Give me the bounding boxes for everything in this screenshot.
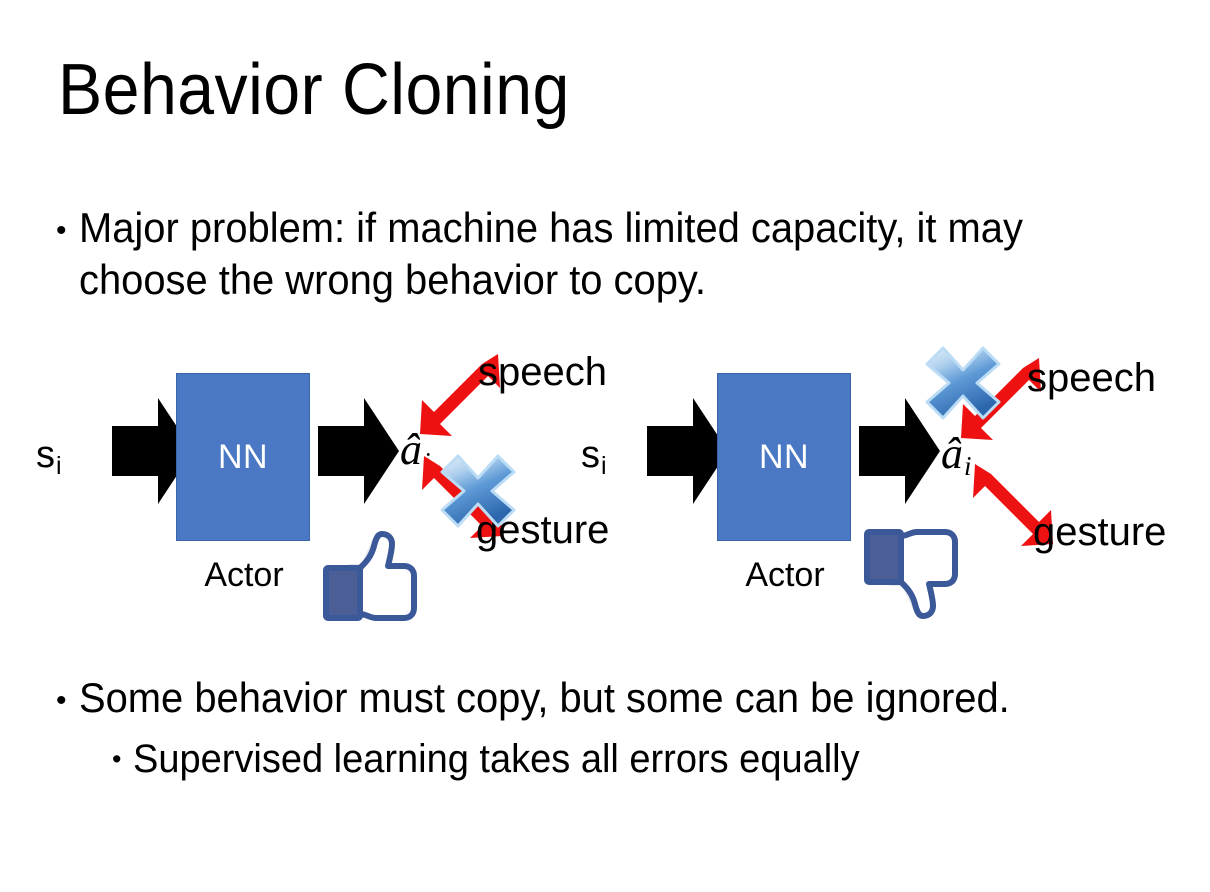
modality-label-gesture-right: gesture bbox=[1033, 510, 1167, 554]
blue-x-cross-icon-speech-right bbox=[923, 344, 1003, 422]
modality-label-speech-left: speech bbox=[478, 350, 607, 394]
bullet-text: Supervised learning takes all errors equ… bbox=[133, 737, 861, 781]
blue-x-cross-icon-gesture-left bbox=[438, 452, 518, 530]
bullet-text: Some behavior must copy, but some can be… bbox=[78, 674, 1010, 721]
modality-label-speech-right: speech bbox=[1027, 356, 1156, 400]
nn-box-right: NN bbox=[717, 373, 851, 541]
bullet-item-supervised-learning: • Supervised learning takes all errors e… bbox=[112, 733, 1172, 785]
bullet-item-major-problem: • Major problem: if machine has limited … bbox=[56, 202, 1146, 306]
flow-arrow-in-left bbox=[112, 396, 194, 506]
bullet-item-some-behavior: • Some behavior must copy, but some can … bbox=[56, 672, 1176, 724]
input-state-label-right: si bbox=[581, 434, 607, 480]
flow-arrow-out-right bbox=[859, 396, 941, 506]
diagram-limited-capacity-wrong: si NN Actor âi speech bbox=[565, 340, 1167, 630]
red-double-arrow-speech-left bbox=[418, 348, 510, 440]
red-double-arrow-gesture-right bbox=[963, 458, 1055, 550]
red-double-arrow-speech-right bbox=[959, 352, 1051, 444]
diagram-limited-capacity-correct: si NN Actor âi bbox=[20, 340, 620, 630]
actor-caption-right: Actor bbox=[745, 556, 825, 594]
bullet-marker-icon: • bbox=[56, 684, 67, 717]
input-state-label-left: si bbox=[36, 434, 62, 480]
nn-box-label: NN bbox=[217, 437, 269, 476]
flow-arrow-out-left bbox=[318, 396, 400, 506]
thumbs-up-icon-left bbox=[320, 528, 426, 624]
output-action-label-right: âi bbox=[941, 429, 972, 482]
thumbs-down-icon-right bbox=[861, 522, 967, 622]
actor-caption-left: Actor bbox=[204, 556, 284, 594]
a-hat-glyph: â bbox=[400, 425, 422, 474]
a-hat-glyph: â bbox=[941, 429, 963, 478]
flow-arrow-in-right bbox=[647, 396, 729, 506]
nn-box-label: NN bbox=[758, 437, 810, 476]
bullet-text: Major problem: if machine has limited ca… bbox=[78, 204, 1023, 303]
bullet-marker-icon: • bbox=[56, 214, 67, 247]
page-title: Behavior Cloning bbox=[58, 50, 570, 130]
nn-box-left: NN bbox=[176, 373, 310, 541]
bullet-marker-icon: • bbox=[112, 744, 122, 774]
